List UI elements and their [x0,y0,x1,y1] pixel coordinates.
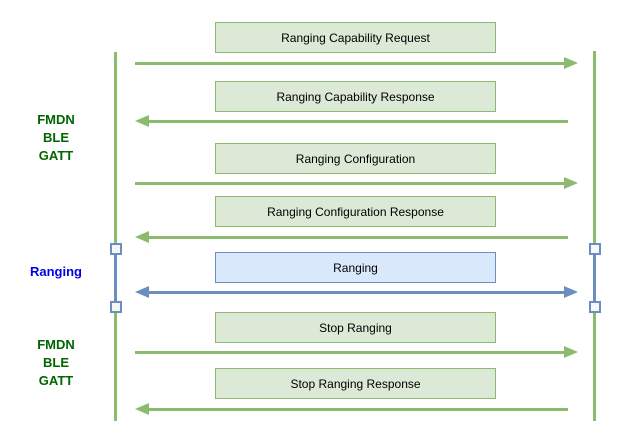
arrow-right-icon [135,56,578,70]
message-label: Ranging [333,260,378,275]
arrow-line [147,119,568,123]
arrow-right-icon [135,345,578,359]
arrowhead-left-icon [135,115,149,127]
arrowhead-right-icon [564,57,578,69]
side-label-ranging: Ranging [8,263,104,281]
arrowhead-left-icon [135,286,149,298]
activation-end-marker-left [110,301,122,313]
message-box-ranging-configuration-response: Ranging Configuration Response [215,196,496,227]
arrowhead-right-icon [564,346,578,358]
message-label: Ranging Configuration Response [267,204,444,219]
activation-start-marker-right [589,243,601,255]
arrow-left-icon [135,114,578,128]
message-box-stop-ranging: Stop Ranging [215,312,496,343]
arrowhead-right-icon [564,177,578,189]
arrowhead-left-icon [135,231,149,243]
side-label-line: FMDN [37,112,75,127]
arrow-line [135,350,566,354]
arrow-line [147,407,568,411]
message-box-ranging-capability-request: Ranging Capability Request [215,22,496,53]
side-label-fmdn-ble-gatt-bottom: FMDN BLE GATT [8,336,104,390]
side-label-line: GATT [38,148,74,163]
activation-end-marker-right [589,301,601,313]
message-box-stop-ranging-response: Stop Ranging Response [215,368,496,399]
lifeline-right-ranging-segment [593,250,596,306]
message-label: Ranging Capability Request [281,30,430,45]
side-label-fmdn-ble-gatt-top: FMDN BLE GATT [8,111,104,165]
arrowhead-right-icon [564,286,578,298]
message-box-ranging-capability-response: Ranging Capability Response [215,81,496,112]
side-label-line: GATT [38,373,74,388]
arrow-line [135,61,566,65]
message-label: Ranging Capability Response [276,89,435,104]
arrow-line [135,181,566,185]
side-label-line: FMDN [37,337,75,352]
message-label: Ranging Configuration [295,151,416,166]
lifeline-left [114,52,117,421]
arrow-bidirectional-icon [135,285,578,299]
arrow-line [147,235,568,239]
arrow-line [147,290,566,294]
message-label: Stop Ranging Response [290,376,421,391]
message-box-ranging-configuration: Ranging Configuration [215,143,496,174]
side-label-line: Ranging [30,264,82,279]
arrow-right-icon [135,176,578,190]
activation-start-marker-left [110,243,122,255]
lifeline-left-ranging-segment [114,250,117,306]
arrowhead-left-icon [135,403,149,415]
lifeline-right [593,51,596,421]
arrow-left-icon [135,402,578,416]
side-label-line: BLE [43,355,69,370]
message-label: Stop Ranging [319,320,392,335]
arrow-left-icon [135,230,578,244]
side-label-line: BLE [43,130,69,145]
message-box-ranging: Ranging [215,252,496,283]
